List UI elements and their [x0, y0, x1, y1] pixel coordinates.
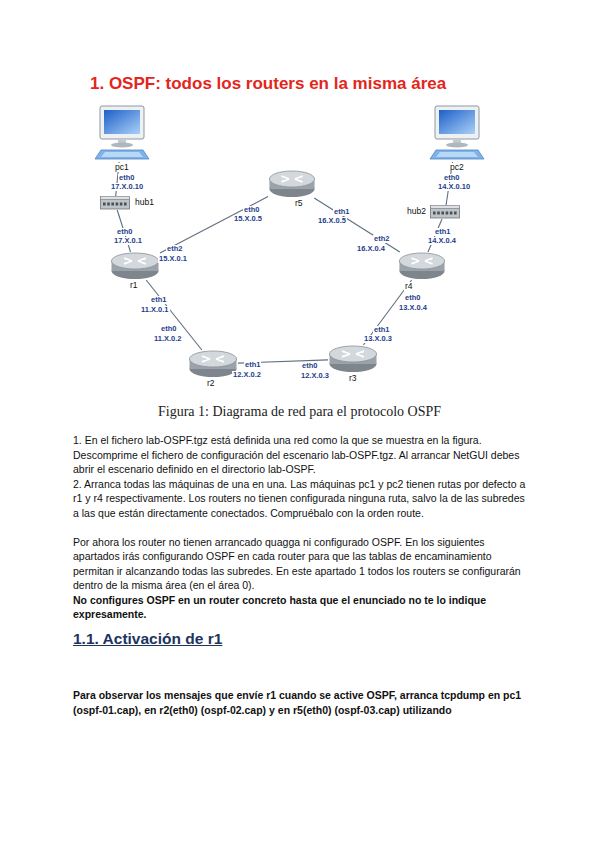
device-name: hub1 — [134, 198, 155, 207]
interface-label: 17.X.0.10 — [110, 183, 144, 191]
interface-label: 11.X.0.2 — [153, 335, 183, 343]
interface-label: 14.X.0.10 — [437, 183, 471, 191]
interface-label: 11.X.0.1 — [140, 306, 170, 314]
section-title: 1. OSPF: todos los routers en la misma á… — [90, 74, 446, 94]
interface-label: 15.X.0.1 — [158, 255, 188, 263]
interface-label: 15.X.0.5 — [233, 215, 263, 223]
figure-caption: Figura 1: Diagrama de red para el protoc… — [0, 404, 599, 420]
interface-label: eth0 — [116, 228, 133, 236]
device-name: r5 — [294, 199, 304, 208]
interface-label: 13.X.0.3 — [363, 335, 393, 343]
device-name: hub2 — [406, 207, 427, 216]
router-icon — [398, 252, 446, 280]
pc-icon — [93, 104, 151, 162]
interface-label: eth1 — [150, 296, 167, 304]
interface-label: eth1 — [244, 361, 261, 369]
section-heading: 1.1. Activación de r1 — [73, 630, 222, 648]
router-node: r1 — [110, 252, 160, 280]
router-icon — [268, 170, 316, 198]
interface-label: eth0 — [118, 174, 135, 182]
body-paragraph: 2. Arranca todas las máquinas de una en … — [73, 477, 533, 521]
device-name: pc1 — [114, 163, 130, 172]
body-paragraph: No configures OSPF en un router concreto… — [73, 593, 533, 622]
interface-label: eth0 — [160, 325, 177, 333]
hub-node: hub1 — [100, 196, 130, 210]
router-node: r4 — [398, 252, 446, 280]
pc-node: pc2 — [428, 104, 486, 162]
interface-label: 12.X.0.2 — [232, 371, 262, 379]
network-link — [146, 280, 202, 350]
interface-label: eth1 — [333, 208, 350, 216]
device-name: r1 — [129, 281, 139, 290]
device-name: r4 — [404, 282, 414, 291]
interface-label: 14.X.0.4 — [427, 237, 457, 245]
body-paragraph: 1. En el fichero lab-OSPF.tgz está defin… — [73, 433, 533, 477]
router-node: r5 — [268, 170, 316, 198]
network-link — [314, 198, 400, 252]
interface-label: 16.X.0.4 — [356, 245, 386, 253]
router-icon — [188, 350, 238, 378]
router-icon — [110, 252, 160, 280]
interface-label: 12.X.0.3 — [300, 372, 330, 380]
router-icon — [328, 345, 378, 373]
pc-node: pc1 — [93, 104, 151, 162]
device-name: r2 — [206, 379, 216, 388]
device-name: r3 — [348, 374, 358, 383]
interface-label: eth0 — [301, 362, 318, 370]
interface-label: 17.X.0.1 — [113, 237, 143, 245]
interface-label: eth2 — [373, 235, 390, 243]
interface-label: 13.X.0.4 — [398, 304, 428, 312]
router-node: r3 — [328, 345, 378, 373]
interface-label: eth1 — [434, 228, 451, 236]
hub-icon — [430, 205, 460, 219]
interface-label: eth0 — [243, 206, 260, 214]
router-node: r2 — [188, 350, 238, 378]
body-paragraph: Por ahora los router no tienen arrancado… — [73, 535, 533, 593]
device-name: pc2 — [449, 163, 465, 172]
network-link — [160, 197, 268, 253]
interface-label: eth2 — [166, 245, 183, 253]
hub-icon — [100, 196, 130, 210]
interface-label: eth0 — [443, 174, 460, 182]
interface-label: 16.X.0.5 — [317, 217, 347, 225]
body-paragraph: Para observar los mensajes que envíe r1 … — [73, 688, 533, 717]
interface-label: eth0 — [404, 294, 421, 302]
interface-label: eth1 — [373, 326, 390, 334]
pc-icon — [428, 104, 486, 162]
hub-node: hub2 — [430, 205, 460, 219]
